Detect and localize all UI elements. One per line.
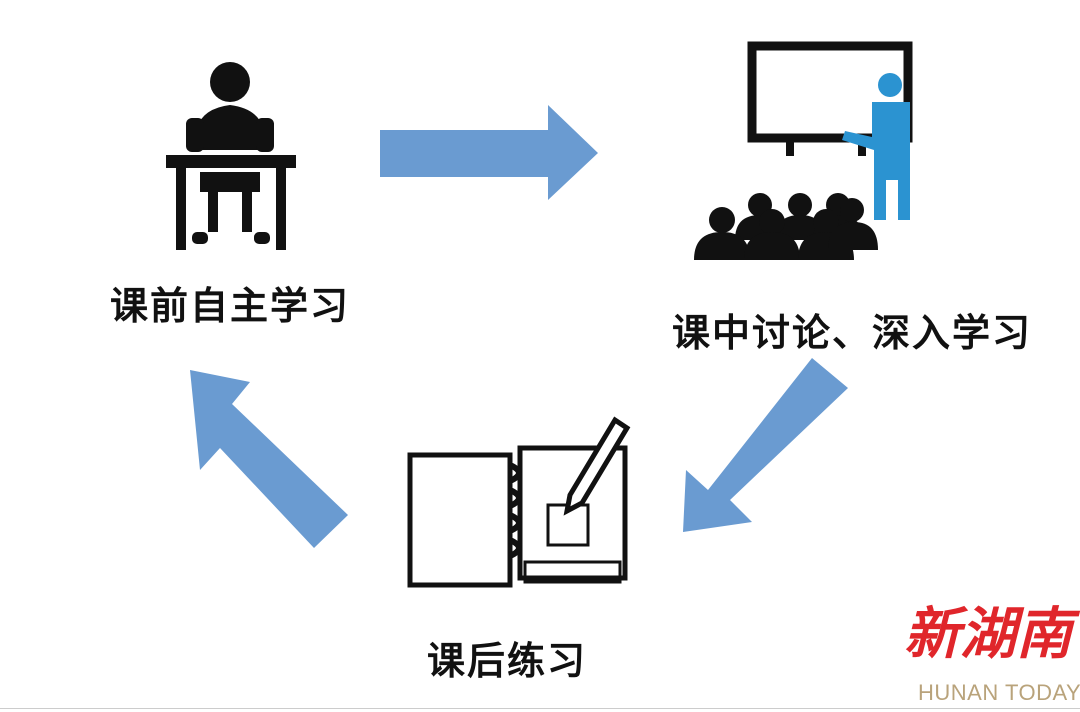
notebook-pencil-icon	[407, 416, 631, 588]
student-at-desk-icon	[166, 62, 296, 250]
arrow-down-left	[683, 358, 848, 532]
arrow-right	[380, 105, 598, 200]
logo-hunan-today-en: HUNAN TODAY	[918, 680, 1080, 705]
step-label-in-class: 课中讨论、深入学习	[671, 311, 1033, 355]
step-label-pre-class: 课前自主学习	[109, 284, 351, 328]
step-label-after-class: 课后练习	[426, 639, 588, 683]
bottom-divider	[0, 708, 1080, 709]
arrow-up-left	[190, 370, 348, 548]
classroom-presentation-icon	[694, 41, 913, 260]
logo-hunan-today-cn: 新湖南	[904, 601, 1072, 667]
